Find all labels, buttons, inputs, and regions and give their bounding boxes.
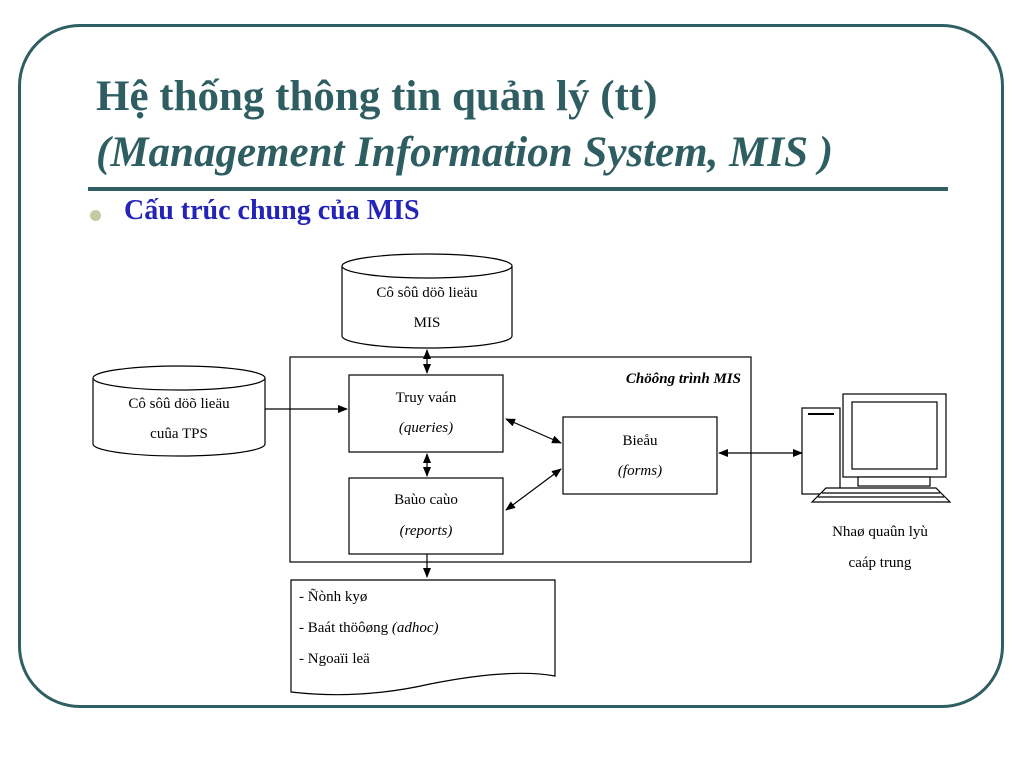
tps-database-label-2: cuûa TPS bbox=[150, 426, 208, 442]
slide-subtitle: (Management Information System, MIS ) bbox=[96, 129, 834, 176]
forms-sublabel: (forms) bbox=[618, 463, 662, 479]
queries-box: Truy vaán (queries) bbox=[348, 374, 504, 453]
arrow-queries-forms bbox=[505, 418, 562, 444]
mis-program-label: Chöông trình MIS bbox=[626, 371, 741, 387]
output-item-periodic: - Ñònh kyø bbox=[299, 589, 367, 605]
output-item-adhoc: - Baát thöôøng (adhoc) bbox=[299, 620, 439, 636]
mis-database: Cô sôû döõ lieäu MIS bbox=[341, 253, 513, 349]
forms-label: Bieåu bbox=[623, 433, 658, 449]
queries-sublabel: (queries) bbox=[399, 420, 453, 436]
manager-label-1: Nhaø quaûn lyù bbox=[832, 524, 928, 540]
queries-label: Truy vaán bbox=[396, 390, 457, 406]
manager-label-2: caáp trung bbox=[849, 555, 912, 571]
mis-database-label-1: Cô sôû döõ lieäu bbox=[376, 285, 478, 301]
tps-database-label-1: Cô sôû döõ lieäu bbox=[128, 396, 230, 412]
output-document: - Ñònh kyø - Baát thöôøng (adhoc) - Ngoa… bbox=[290, 579, 556, 696]
mis-program-box bbox=[289, 356, 752, 563]
slide-frame bbox=[18, 24, 1004, 708]
reports-sublabel: (reports) bbox=[400, 523, 453, 539]
forms-box: Bieåu (forms) bbox=[562, 416, 718, 495]
slide-title: Hệ thống thông tin quản lý (tt) bbox=[96, 73, 658, 120]
mis-database-label-2: MIS bbox=[414, 315, 441, 331]
reports-label: Baùo caùo bbox=[394, 492, 458, 508]
title-divider bbox=[88, 187, 948, 191]
tps-database: Cô sôû döõ lieäu cuûa TPS bbox=[92, 365, 266, 457]
arrow-reports-forms bbox=[505, 468, 562, 511]
reports-box: Baùo caùo (reports) bbox=[348, 477, 504, 555]
computer-icon bbox=[801, 393, 952, 503]
bullet-icon bbox=[90, 210, 101, 221]
output-item-exception: - Ngoaïi leä bbox=[299, 651, 370, 667]
bullet-heading: Cấu trúc chung của MIS bbox=[124, 195, 420, 226]
